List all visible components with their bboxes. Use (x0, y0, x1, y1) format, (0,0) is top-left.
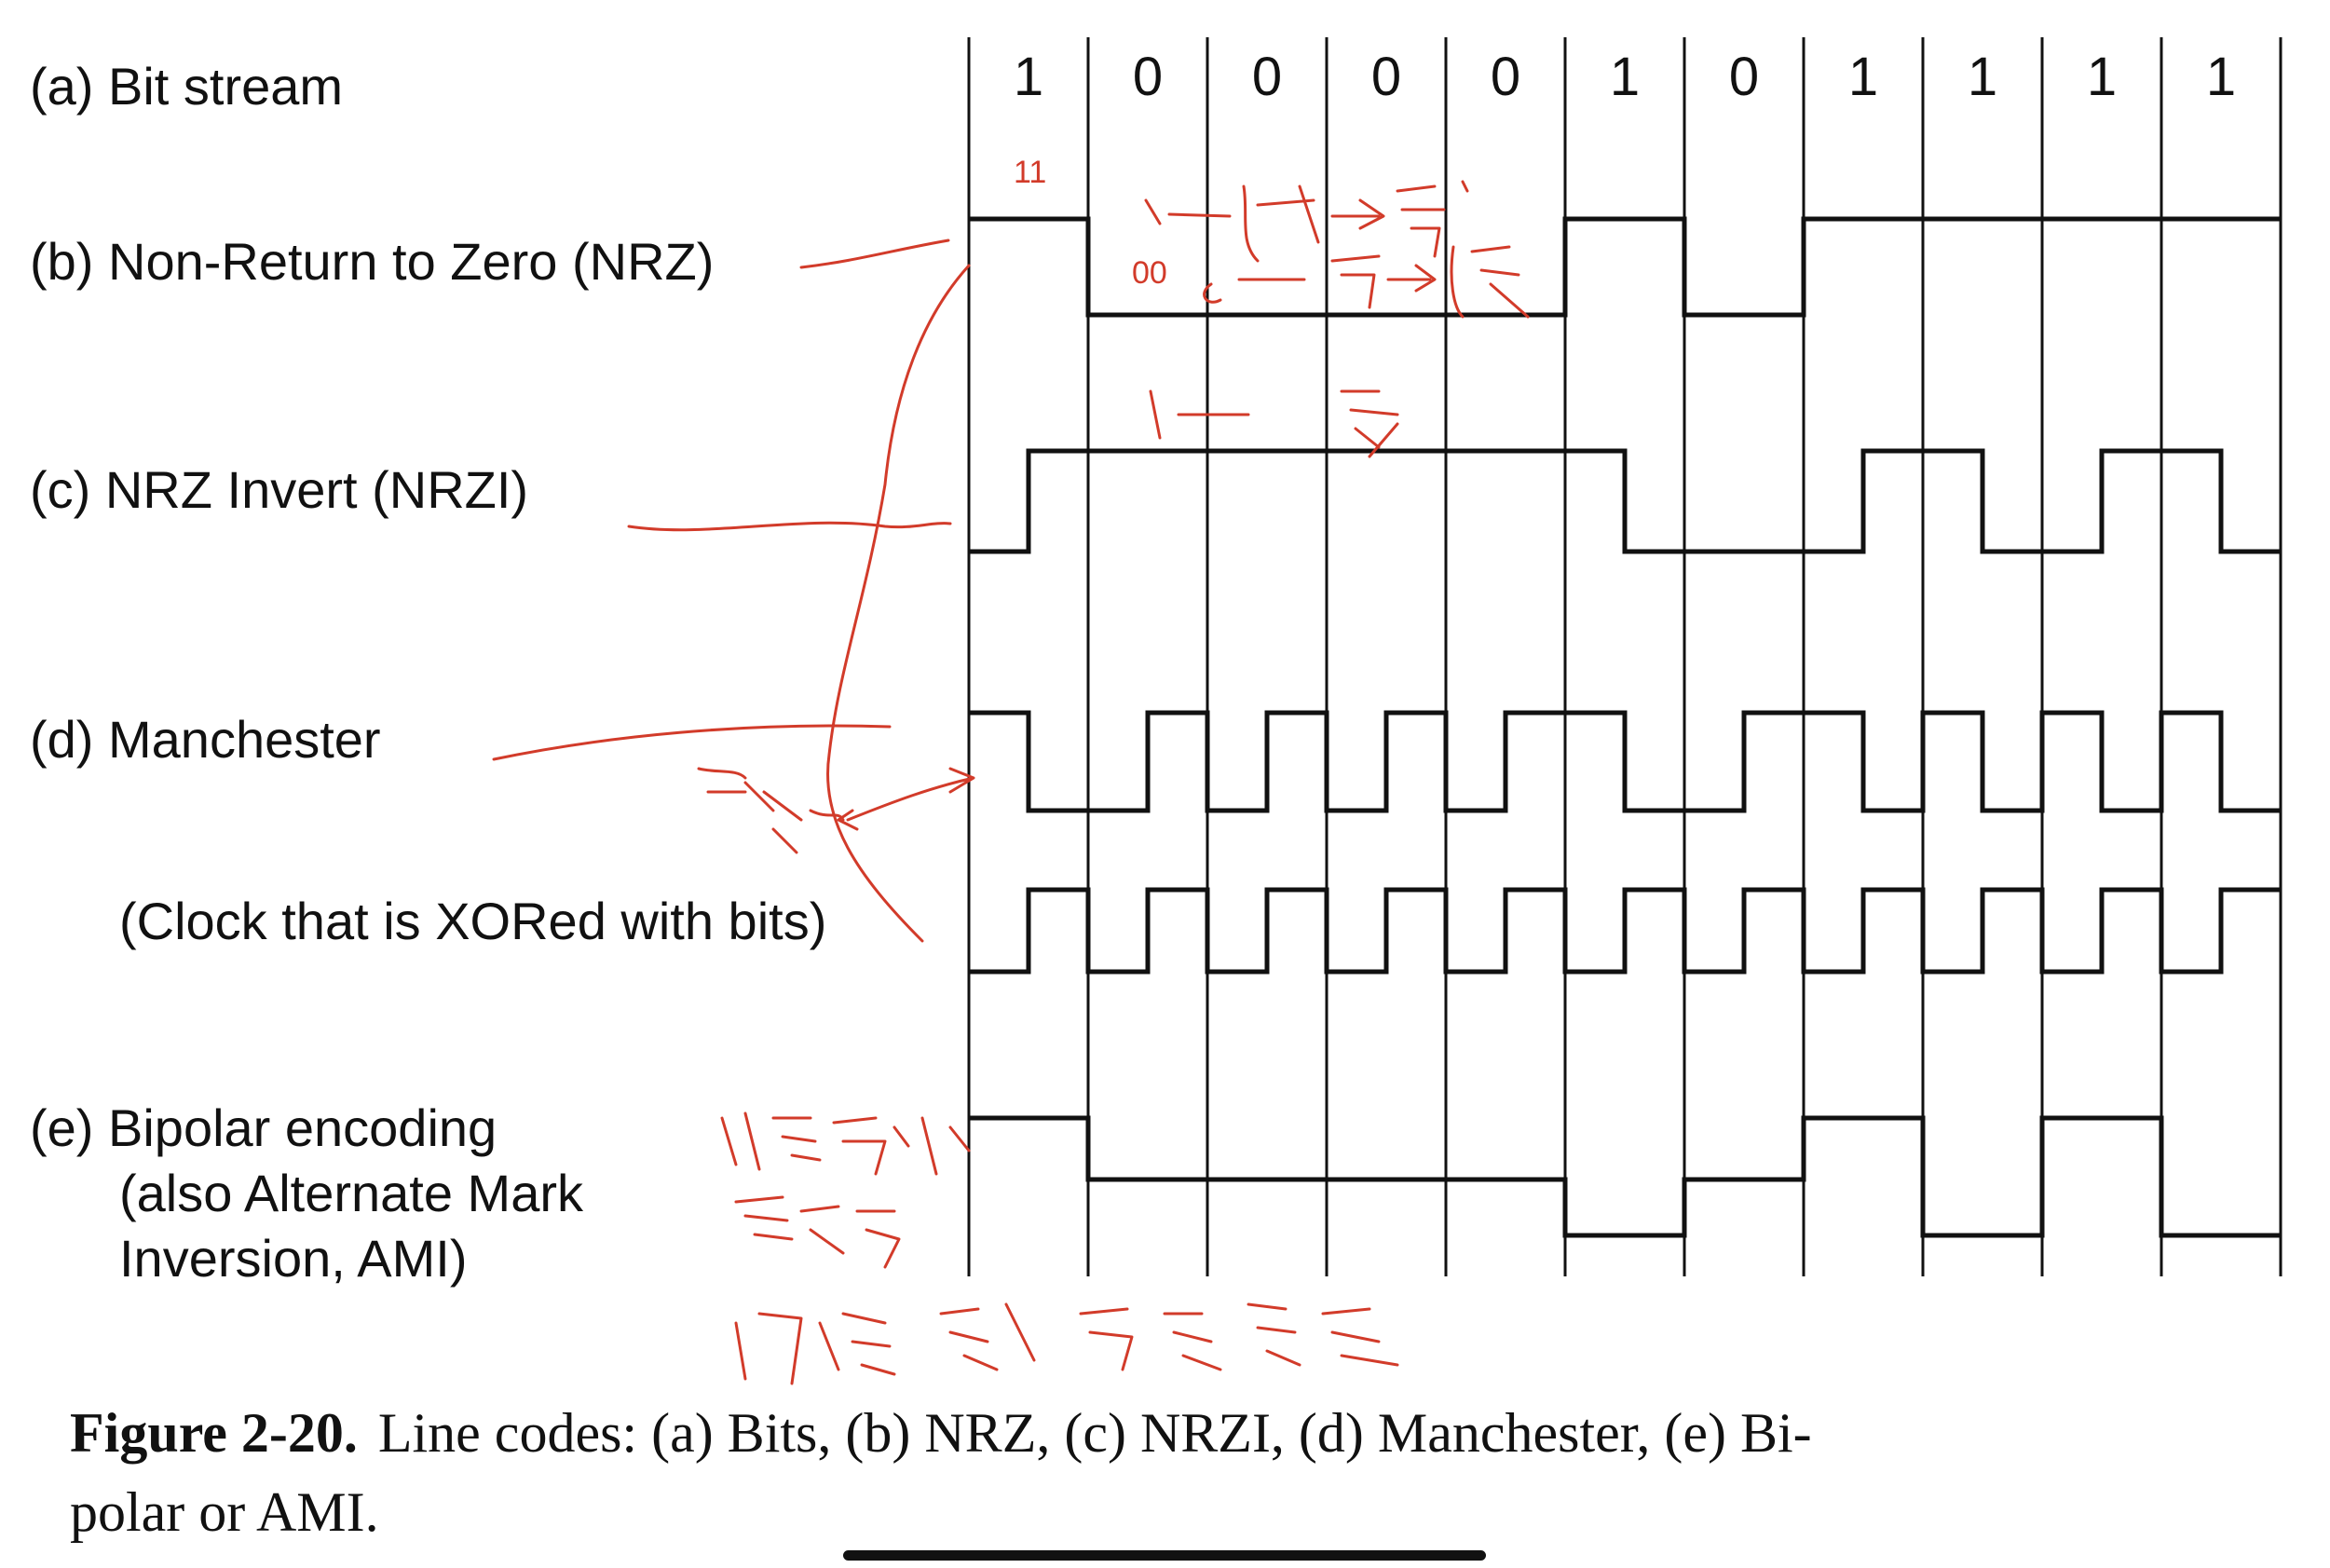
bit-digit: 1 (1014, 47, 1043, 107)
figure-caption-text: Line codes: (a) Bits, (b) NRZ, (c) NRZI,… (378, 1402, 1812, 1464)
bit-boundary-grid (967, 37, 2282, 1276)
bit-digit: 0 (1133, 47, 1163, 107)
label-bipolar-line2: (also Alternate Mark (119, 1164, 584, 1222)
bit-digit: 1 (2087, 47, 2117, 107)
handwriting-chinese-mid (1149, 389, 1399, 458)
bit-digit: 0 (1371, 47, 1401, 107)
handwriting-chinese-top-1 (1144, 180, 1469, 263)
figure-caption-line1: Figure 2-20. Line codes: (a) Bits, (b) N… (70, 1402, 1812, 1464)
bit-digit: 1 (1848, 47, 1878, 107)
handwriting-chinese-side (697, 767, 845, 854)
label-bipolar-line1: (e) Bipolar encoding (30, 1098, 497, 1157)
handwriting-chinese-left-2 (734, 1195, 901, 1269)
label-bit-stream: (a) Bit stream (30, 57, 343, 116)
nrz-waveform (969, 216, 2281, 318)
bit-digit: 1 (2206, 47, 2236, 107)
figure-number: Figure 2-20. (70, 1402, 358, 1464)
label-nrzi: (c) NRZ Invert (NRZI) (30, 460, 528, 519)
bit-digit: 0 (1491, 47, 1520, 107)
handwritten-note-ones: 11 (1014, 155, 1046, 190)
bit-stream-digits: 1 0 0 0 0 1 0 1 1 1 1 (1014, 47, 2236, 107)
handwriting-chinese-top-2 (1203, 245, 1530, 319)
handwriting-chinese-bottom (734, 1302, 1399, 1385)
nrzi-waveform (969, 448, 2281, 554)
label-bipolar-line3: Inversion, AMI) (119, 1229, 467, 1288)
handwritten-annotations (492, 180, 1530, 1385)
label-clock-xor: (Clock that is XORed with bits) (119, 892, 826, 950)
label-nrz: (b) Non-Return to Zero (NRZ) (30, 232, 714, 291)
manchester-waveform (969, 710, 2281, 813)
handwriting-arrow-clock (837, 767, 975, 831)
handwriting-arrow-nrz (799, 239, 950, 269)
handwriting-brace-curve (826, 264, 971, 943)
handwriting-arrow-nrzi (627, 521, 952, 532)
figure-caption-line2: polar or AMI. (70, 1481, 379, 1543)
bit-digit: 0 (1252, 47, 1282, 107)
handwritten-note-zeros: 00 (1132, 255, 1167, 291)
bipolar-ami-waveform (969, 1115, 2281, 1238)
waveforms (969, 216, 2281, 1238)
clock-waveform (969, 887, 2281, 975)
home-indicator-bar (843, 1550, 1486, 1561)
handwriting-chinese-left-1 (720, 1111, 971, 1176)
label-manchester: (d) Manchester (30, 710, 381, 769)
bit-digit: 1 (1968, 47, 1997, 107)
bit-digit: 1 (1610, 47, 1640, 107)
bit-digit: 0 (1729, 47, 1759, 107)
handwriting-arrow-manchester (492, 724, 892, 761)
